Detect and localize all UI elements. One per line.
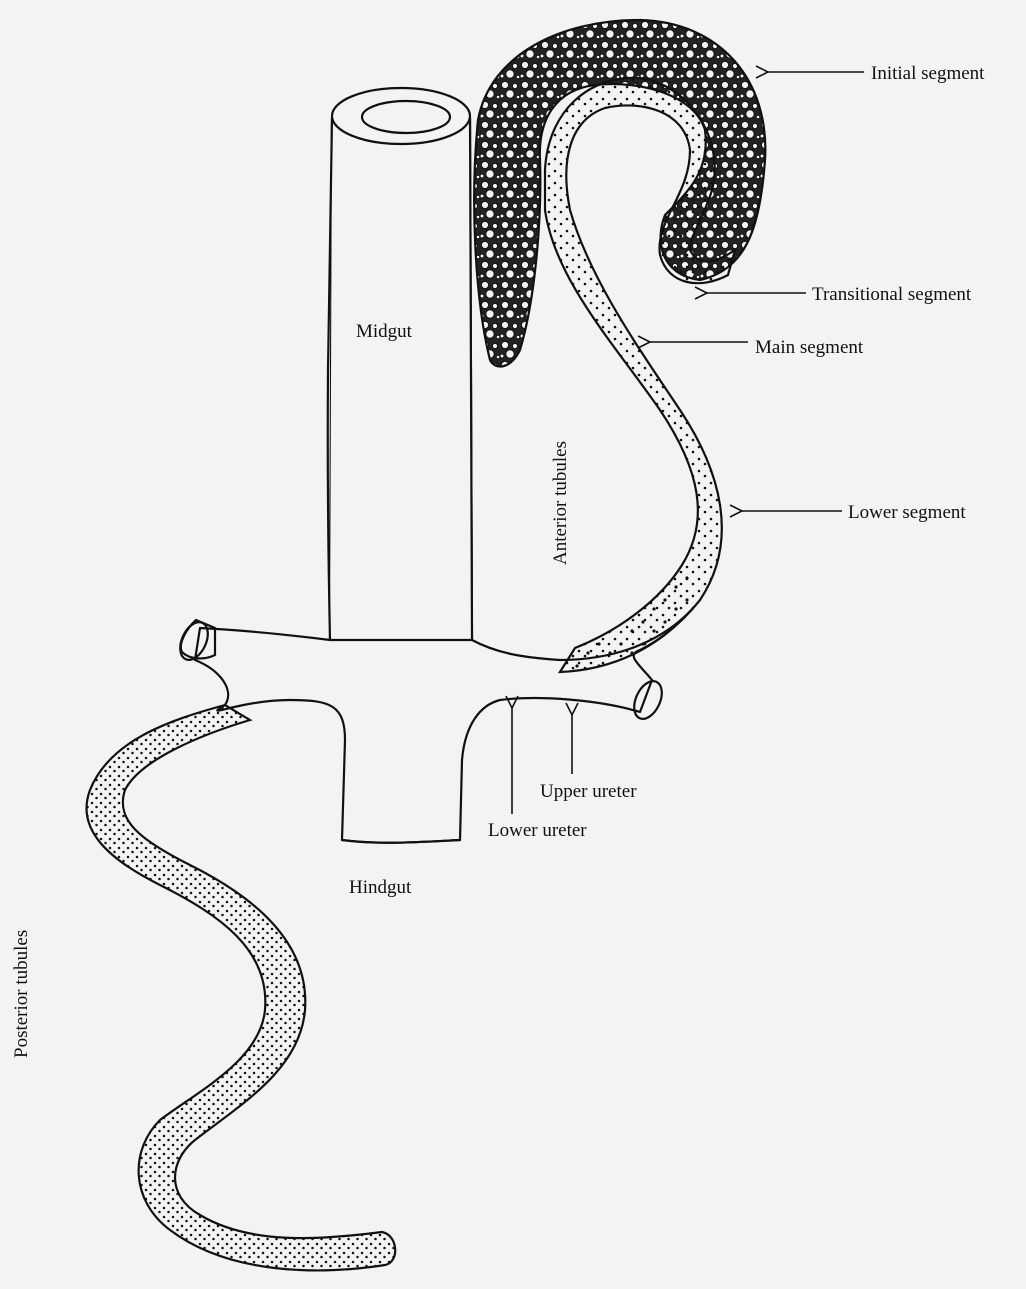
posterior-tubule-shape [86, 705, 395, 1270]
label-transitional-segment: Transitional segment [812, 284, 972, 305]
label-initial-segment: Initial segment [871, 63, 985, 84]
anterior-tubule-main-segment [545, 78, 735, 672]
label-midgut: Midgut [356, 321, 413, 342]
label-hindgut: Hindgut [349, 877, 412, 898]
label-lower-ureter: Lower ureter [488, 820, 587, 841]
label-anterior-tubules: Anterior tubules [550, 441, 571, 565]
label-lower-segment: Lower segment [848, 502, 966, 523]
midgut-tube [328, 88, 472, 640]
label-posterior-tubules: Posterior tubules [11, 930, 32, 1058]
initial-segment-shape [474, 20, 765, 367]
label-main-segment: Main segment [755, 337, 864, 358]
label-upper-ureter: Upper ureter [540, 781, 637, 802]
